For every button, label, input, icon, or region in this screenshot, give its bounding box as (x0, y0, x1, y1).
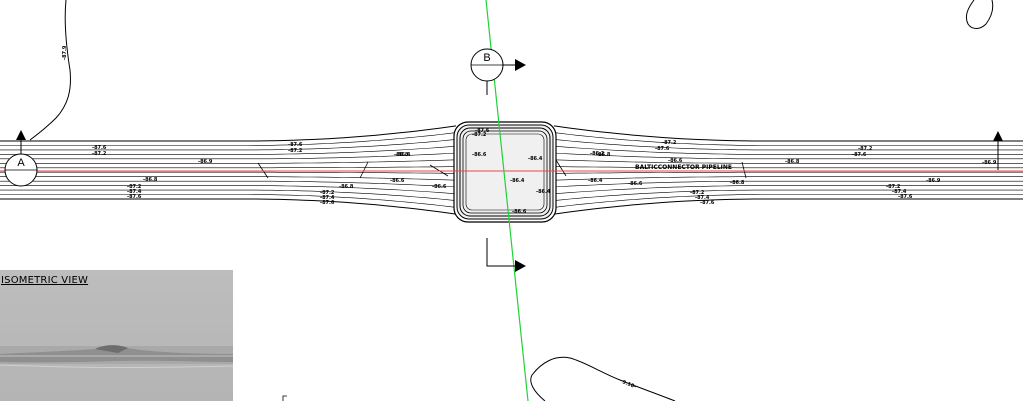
section-marker-b[interactable]: B (470, 48, 526, 95)
band-contour-line (0, 139, 457, 151)
band-contour-line (553, 180, 1023, 188)
depth-label: -87.6 (898, 194, 913, 200)
depth-label: -86.2 (590, 151, 605, 157)
depth-label: -86.4 (536, 189, 551, 195)
depth-label: -86.8 (596, 152, 611, 158)
band-contour-line (0, 125, 457, 142)
band-contour-line (553, 185, 1023, 195)
depth-label: -86.4 (396, 152, 411, 158)
depth-label: -86.8 (339, 184, 354, 190)
depth-label: -87.2 (472, 132, 487, 138)
depth-label: -86.8 (394, 152, 409, 158)
band-contour-line (0, 159, 457, 164)
depth-label: -87.6 (92, 145, 107, 151)
band-contour-line (0, 171, 457, 174)
band-contour-line (553, 125, 1023, 142)
depth-label: -87.6 (320, 200, 335, 206)
contour-line-top-left (29, 0, 71, 141)
section-arrow-right (993, 131, 1003, 170)
band-contour-line (0, 185, 457, 195)
depth-label: -86.4 (588, 178, 603, 184)
band-contour-line (553, 139, 1023, 151)
depth-label: -86.8 (730, 180, 745, 186)
depth-label: -86.9 (926, 178, 941, 184)
depth-label: -86.6 (628, 181, 643, 187)
depth-label: -87.4 (127, 189, 142, 195)
pipeline-label: BALTICCONNECTOR PIPELINE (635, 164, 732, 171)
band-contour-line (0, 176, 457, 181)
band-contour-line (0, 189, 457, 201)
depth-label: -86.6 (432, 184, 447, 190)
band-contour-line (553, 176, 1023, 181)
section-marker-b-label: B (483, 52, 490, 64)
band-contour-line (0, 180, 457, 188)
depth-label: -87.2 (92, 151, 107, 157)
band-contour-line (0, 145, 457, 155)
band-contour-line (0, 194, 457, 208)
depth-label: -87.6 (127, 194, 142, 200)
depth-label: -86.6 (512, 209, 527, 215)
depth-label: -87.6 (700, 200, 715, 206)
contour-depth-label: -87.9 (62, 45, 68, 60)
depth-label: -86.4 (510, 178, 525, 184)
depth-label: -87.2 (858, 146, 873, 152)
depth-label: -86.9 (198, 159, 213, 165)
band-contour-line (553, 189, 1023, 201)
crossing-structure (453, 121, 557, 223)
depth-label: -87.2 (690, 190, 705, 196)
contour-line-bottom (530, 356, 676, 401)
band-contour-line (553, 132, 1023, 146)
contour-depth-label-bottom: 9.18- (621, 379, 637, 390)
depth-label: -87.4 (320, 195, 335, 201)
band-contour-line (553, 194, 1023, 208)
isometric-render (0, 345, 233, 369)
depth-label: -86.8 (143, 177, 158, 183)
contour-line-top-right (965, 0, 994, 29)
band-contour-line (553, 145, 1023, 155)
depth-label: -86.8 (785, 159, 800, 165)
section-marker-a-label: A (17, 157, 25, 169)
band-contour-line (0, 198, 457, 215)
depth-label: -86.6 (390, 178, 405, 184)
section-marker-a[interactable]: A (4, 130, 38, 187)
band-contour-line (553, 152, 1023, 160)
depth-label: -87.6 (852, 152, 867, 158)
depth-label: -86.4 (528, 156, 543, 162)
band-contour-line (0, 132, 457, 146)
section-arrow-bottom (486, 238, 526, 272)
depth-label: -87.4 (892, 189, 907, 195)
trench-band (0, 125, 1023, 215)
band-contour-line (0, 166, 457, 169)
band-contour-line (553, 198, 1023, 215)
band-contour-line (553, 166, 1023, 169)
depth-label: -87.2 (288, 148, 303, 154)
band-contour-line (553, 171, 1023, 174)
depth-label: -86.6 (668, 158, 683, 164)
isometric-view-panel[interactable]: ISOMETRIC VIEW (0, 270, 233, 401)
depth-label: -87.6 (288, 142, 303, 148)
depth-label: -86.9 (982, 160, 997, 166)
depth-label: -87.6 (475, 128, 490, 134)
depth-label: -87.2 (886, 184, 901, 190)
depth-label: -87.2 (127, 184, 142, 190)
depth-label: -87.4 (695, 195, 710, 201)
depth-labels: -87.6 -87.2 -87.2 -87.4 -87.6 -87.6 -87.… (92, 128, 997, 215)
small-mark (282, 395, 287, 401)
depth-label: -87.2 (662, 140, 677, 146)
band-contour-line (553, 159, 1023, 164)
depth-label: -87.6 (655, 146, 670, 152)
band-contour-line (0, 152, 457, 160)
isometric-view-title: ISOMETRIC VIEW (1, 275, 89, 286)
depth-label: -86.6 (472, 152, 487, 158)
depth-label: -87.2 (320, 190, 335, 196)
